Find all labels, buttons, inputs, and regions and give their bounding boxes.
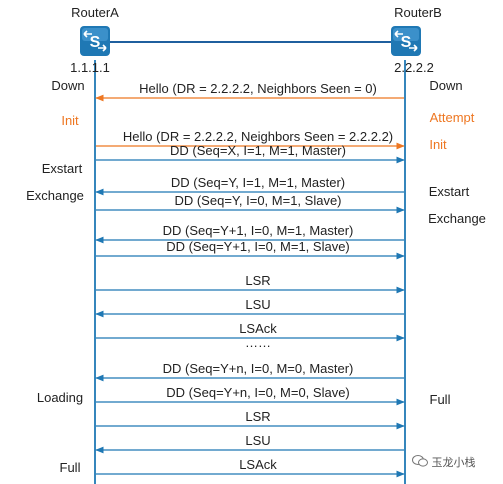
message-label-10: LSAck	[239, 321, 277, 336]
state-b-exstart: Exstart	[429, 184, 470, 199]
state-a-loading: Loading	[37, 390, 83, 405]
router-b-icon: S	[391, 26, 421, 56]
message-label-16: LSAck	[239, 457, 277, 472]
message-label-12: DD (Seq=Y+n, I=0, M=0, Master)	[163, 361, 354, 376]
router-b-ip: 2.2.2.2	[394, 60, 434, 75]
router-a-ip: 1.1.1.1	[70, 60, 110, 75]
router-a-name: RouterA	[71, 5, 119, 20]
state-a-exchange: Exchange	[26, 188, 84, 203]
state-b-attempt: Attempt	[430, 110, 475, 125]
message-label-5: DD (Seq=Y, I=0, M=1, Slave)	[174, 193, 341, 208]
message-label-1: Hello (DR = 2.2.2.2, Neighbors Seen = 0)	[139, 81, 377, 96]
watermark-text: 玉龙小栈	[431, 456, 476, 469]
message-label-3: DD (Seq=X, I=1, M=1, Master)	[170, 143, 346, 158]
message-layer: Hello (DR = 2.2.2.2, Neighbors Seen = 0)…	[95, 81, 405, 478]
router-b-name: RouterB	[394, 5, 442, 20]
message-label-6: DD (Seq=Y+1, I=0, M=1, Master)	[163, 223, 354, 238]
state-b-full: Full	[430, 392, 451, 407]
message-label-7: DD (Seq=Y+1, I=0, M=1, Slave)	[166, 239, 350, 254]
message-label-13: DD (Seq=Y+n, I=0, M=0, Slave)	[166, 385, 350, 400]
svg-text:S: S	[401, 34, 412, 51]
message-label-11: ……	[245, 335, 271, 350]
router-a-icon: S	[80, 26, 110, 56]
state-b-exchange: Exchange	[428, 211, 486, 226]
message-label-2: Hello (DR = 2.2.2.2, Neighbors Seen = 2.…	[123, 129, 393, 144]
message-label-14: LSR	[245, 409, 270, 424]
message-label-4: DD (Seq=Y, I=1, M=1, Master)	[171, 175, 345, 190]
state-a-full: Full	[60, 460, 81, 475]
svg-text:S: S	[90, 34, 101, 51]
state-b-down: Down	[429, 78, 462, 93]
message-label-8: LSR	[245, 273, 270, 288]
message-label-9: LSU	[245, 297, 270, 312]
state-a-exstart: Exstart	[42, 161, 83, 176]
state-b-init: Init	[429, 137, 447, 152]
message-label-15: LSU	[245, 433, 270, 448]
chat-bubble-icon	[412, 455, 428, 467]
state-a-init: Init	[61, 113, 79, 128]
state-a-down: Down	[51, 78, 84, 93]
watermark: 玉龙小栈	[412, 454, 476, 470]
